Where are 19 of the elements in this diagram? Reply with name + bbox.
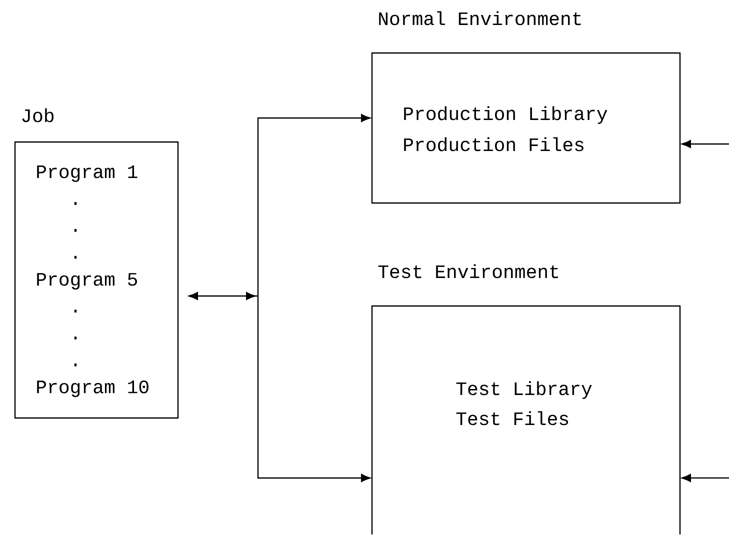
heading: Normal Environment — [379, 11, 581, 26]
box-text: Test Library — [456, 381, 592, 399]
heading: Job — [22, 108, 54, 122]
box-text: . — [74, 336, 77, 340]
arrow — [682, 474, 729, 482]
box-text: . — [74, 229, 77, 232]
box-text: . — [74, 310, 77, 312]
box-text: . — [74, 256, 77, 259]
box-text: Program 1 — [37, 165, 138, 182]
arrow — [682, 140, 729, 148]
box-text: . — [74, 364, 77, 366]
fork-arrow — [188, 114, 370, 482]
box-text: Production Files — [404, 137, 584, 152]
box-text: Production Library — [404, 106, 608, 124]
box-text: Program 5 — [37, 273, 137, 290]
box-text: Program 10 — [37, 380, 148, 398]
box-text: . — [74, 202, 77, 205]
heading: Test Environment — [378, 264, 558, 278]
box-text: Test Files — [456, 411, 568, 426]
